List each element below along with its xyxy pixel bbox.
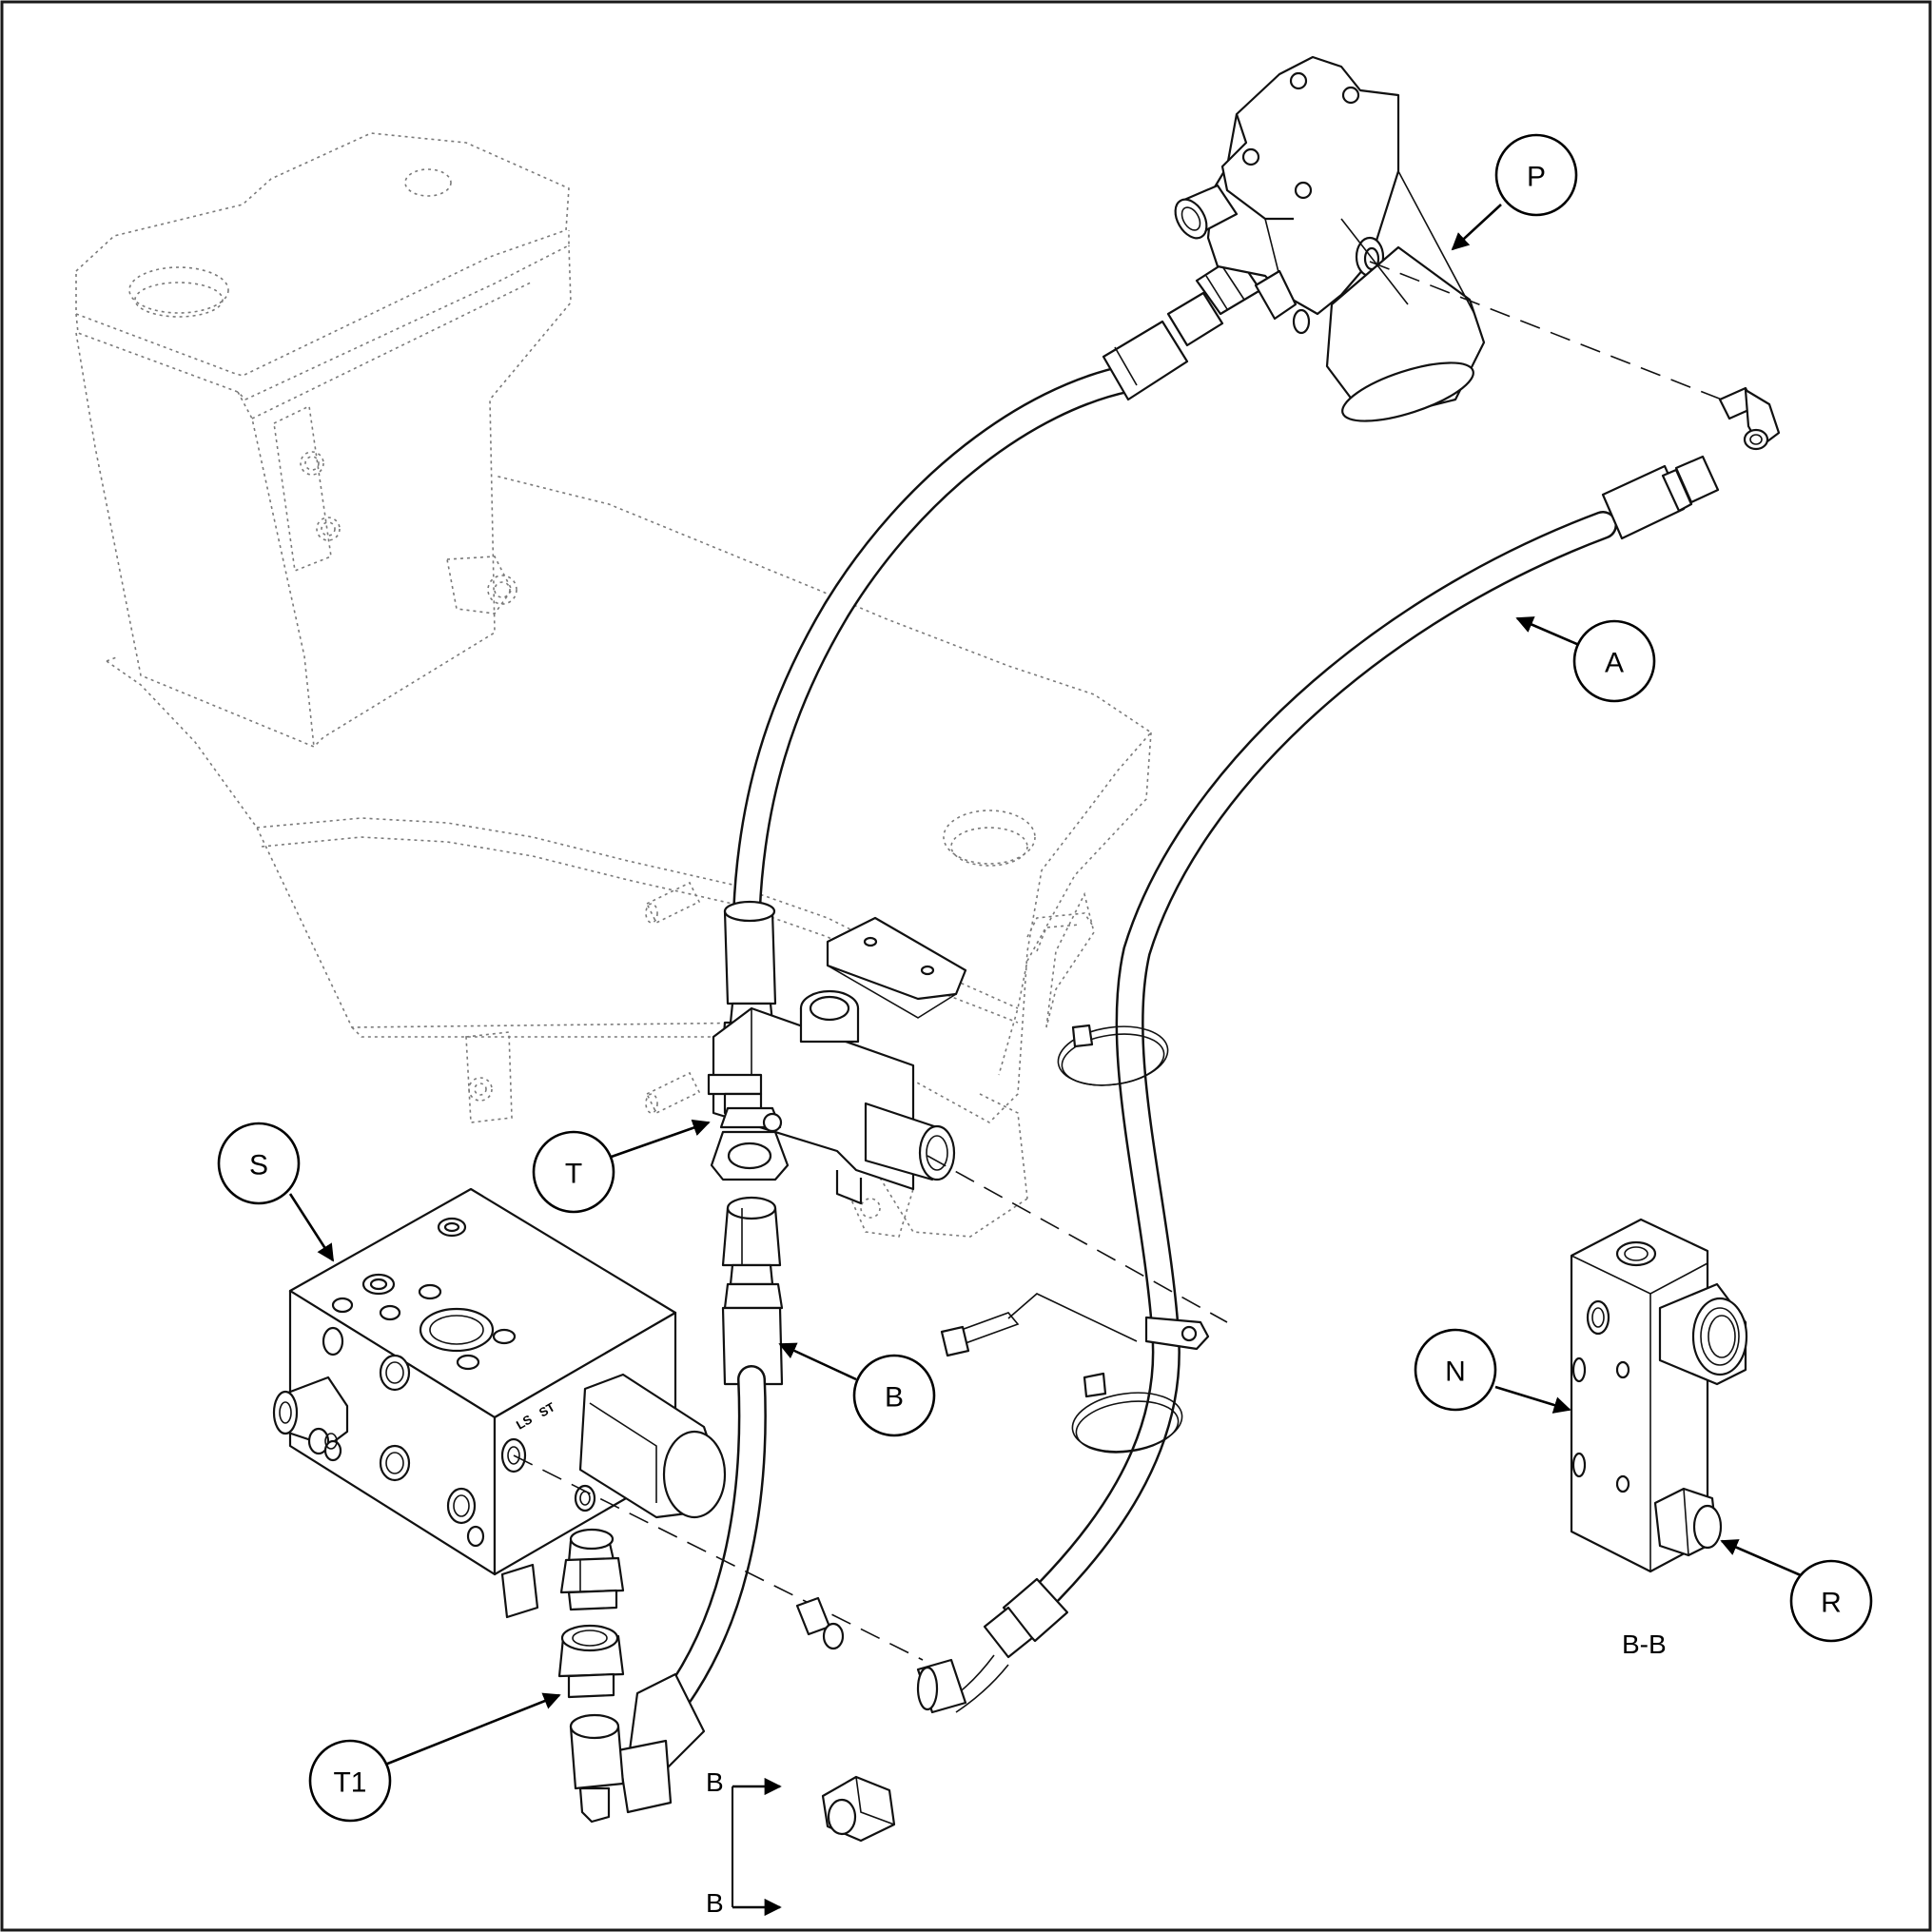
- callout-b-label: B: [885, 1382, 904, 1414]
- section-marker: [732, 1777, 782, 1917]
- section-marker-top-label: B: [706, 1767, 724, 1797]
- callout-p: P: [1494, 133, 1578, 217]
- hose-clamps: [1057, 1024, 1210, 1454]
- callout-r-label: R: [1821, 1588, 1842, 1619]
- callout-leaders: [288, 204, 1802, 1766]
- callout-n: N: [1414, 1328, 1497, 1412]
- restrictor-fitting-t: [710, 1106, 790, 1181]
- callout-p-label: P: [1527, 162, 1546, 193]
- section-marker-bottom-label: B: [706, 1888, 724, 1918]
- callout-r: R: [1789, 1559, 1873, 1643]
- callout-t: T: [532, 1130, 615, 1214]
- straight-fitting: [795, 1596, 845, 1650]
- callout-t1-label: T1: [333, 1767, 366, 1799]
- hose-b: [569, 1196, 784, 1824]
- callout-t-label: T: [565, 1159, 582, 1190]
- callout-a: A: [1572, 619, 1656, 703]
- assembly-leader-line-ls: [513, 1454, 924, 1661]
- callout-s-label: S: [249, 1150, 268, 1181]
- frame-housing-outline: [75, 132, 1153, 1238]
- callout-t1: T1: [308, 1739, 392, 1823]
- loose-hex-nut: [821, 1775, 896, 1843]
- callout-n-label: N: [1445, 1356, 1466, 1388]
- callout-a-label: A: [1605, 648, 1624, 679]
- manifold-block-n-installed: [707, 916, 967, 1205]
- elbow-fitting-upper: [1718, 386, 1781, 451]
- callout-s: S: [217, 1122, 301, 1205]
- mounting-bolt: [940, 1293, 1138, 1357]
- section-view-title: B-B: [1622, 1630, 1667, 1659]
- valve-marking-ls: LS: [514, 1412, 535, 1432]
- section-view-manifold: [1570, 1218, 1748, 1573]
- valve-marking-st: ST: [537, 1399, 557, 1419]
- adapter-fittings-t1: [557, 1528, 625, 1699]
- steering-unit-p: [1174, 55, 1486, 422]
- valve-block-s: [272, 1187, 727, 1619]
- callout-b: B: [852, 1354, 936, 1437]
- hose-a: [916, 455, 1720, 1714]
- assembly-leader-line-n: [927, 1155, 1228, 1323]
